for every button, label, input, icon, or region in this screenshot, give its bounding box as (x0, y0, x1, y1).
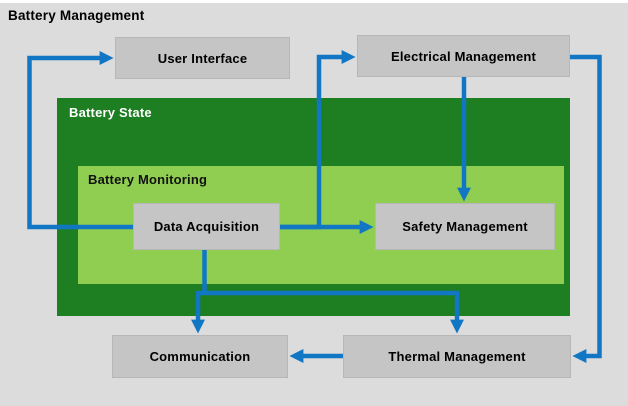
node-electrical-management: Electrical Management (357, 35, 570, 77)
node-safety-management-label: Safety Management (402, 219, 528, 234)
node-user-interface-label: User Interface (157, 50, 248, 66)
edge-electrical-to-thermal (570, 54, 602, 363)
battery-state-label: Battery State (69, 105, 152, 120)
node-communication-label: Communication (149, 349, 251, 364)
diagram-title: Battery Management (8, 8, 145, 23)
battery-monitoring-label: Battery Monitoring (88, 172, 208, 187)
node-user-interface: User Interface (115, 37, 290, 79)
node-data-acquisition-label: Data Acquisition (153, 219, 260, 234)
node-safety-management: Safety Management (375, 203, 555, 250)
node-thermal-management: Thermal Management (343, 335, 571, 378)
node-thermal-management-label: Thermal Management (388, 349, 526, 364)
node-electrical-management-label: Electrical Management (390, 48, 537, 64)
node-communication: Communication (112, 335, 288, 378)
node-data-acquisition: Data Acquisition (133, 203, 280, 250)
diagram-canvas: Battery Management Battery State Battery… (0, 3, 628, 406)
